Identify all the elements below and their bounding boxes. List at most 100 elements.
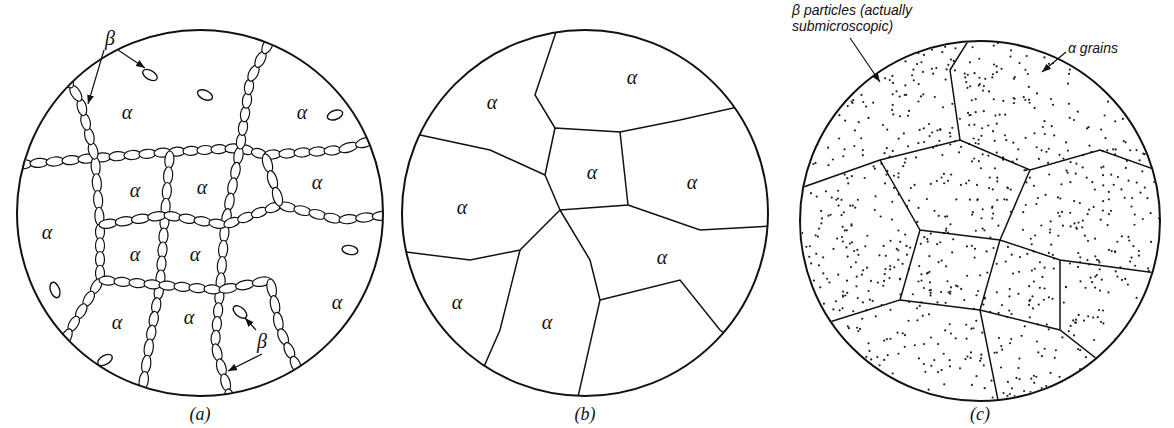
beta-dot [1001, 349, 1003, 351]
beta-dot [918, 357, 920, 359]
beta-dot [971, 160, 973, 162]
beta-dot [941, 51, 943, 53]
beta-dot [854, 129, 856, 131]
figure-caption: (b) [575, 405, 596, 423]
beta-dot [861, 274, 863, 276]
beta-dot [929, 294, 931, 296]
beta-dot [1006, 395, 1008, 397]
beta-dot [926, 238, 928, 240]
beta-dot [947, 64, 949, 66]
beta-dot [856, 276, 858, 278]
beta-dot [976, 199, 978, 201]
beta-dot [859, 328, 861, 330]
beta-dot [1142, 218, 1144, 220]
beta-dot [1087, 315, 1089, 317]
beta-dot [1007, 187, 1009, 189]
beta-dot [895, 90, 897, 92]
beta-dot [889, 309, 891, 311]
beta-dot [1147, 267, 1149, 269]
beta-dot [844, 173, 846, 175]
beta-dot [831, 196, 833, 198]
beta-dot [1002, 100, 1004, 102]
beta-dot [862, 154, 864, 156]
beta-dot [848, 327, 850, 329]
beta-particle [48, 281, 62, 299]
beta-dot [1087, 213, 1089, 215]
beta-dot [974, 256, 976, 258]
beta-dot [1091, 281, 1093, 283]
beta-dot [997, 225, 999, 227]
beta-dot [832, 248, 834, 250]
beta-dot [855, 261, 857, 263]
beta-dot [862, 101, 864, 103]
beta-dot [1037, 351, 1039, 353]
beta-dot [861, 318, 863, 320]
beta-dot [928, 313, 930, 315]
beta-dot [960, 146, 962, 148]
beta-dot [865, 105, 867, 107]
beta-dot [1048, 148, 1050, 150]
beta-dot [1069, 69, 1071, 71]
beta-dot [889, 338, 891, 340]
beta-dot [1008, 295, 1010, 297]
beta-dot [1047, 162, 1049, 164]
beta-dot [940, 176, 942, 178]
beta-dot [855, 285, 857, 287]
beta-dot [1025, 204, 1027, 206]
beta-dot [1097, 316, 1099, 318]
beta-dot [853, 145, 855, 147]
beta-dot [949, 323, 951, 325]
beta-dot [883, 152, 885, 154]
beta-dot [1026, 55, 1028, 57]
beta-dot [978, 84, 980, 86]
beta-dot [1141, 170, 1143, 172]
grain-boundary [620, 95, 790, 132]
beta-dot [844, 294, 846, 296]
beta-dot [1004, 134, 1006, 136]
beta-dot [1079, 280, 1081, 282]
beta-dot [1136, 181, 1138, 183]
beta-dot [1060, 183, 1062, 185]
beta-dot [851, 175, 853, 177]
beta-dot [892, 372, 894, 374]
beta-dot [1107, 291, 1109, 293]
micrograph-c [795, 30, 1170, 410]
beta-dot [1084, 287, 1086, 289]
beta-dot [975, 320, 977, 322]
beta-dot [822, 272, 824, 274]
beta-dot [1114, 120, 1116, 122]
beta-dot [1102, 309, 1104, 311]
beta-dot [912, 69, 914, 71]
beta-dot [1044, 287, 1046, 289]
beta-dot [908, 110, 910, 112]
beta-dot [1001, 304, 1003, 306]
beta-dot [930, 233, 932, 235]
beta-dot [1146, 197, 1148, 199]
beta-dot [1070, 225, 1072, 227]
beta-particle [269, 295, 282, 315]
phase-label: α [122, 102, 133, 122]
beta-dot [820, 222, 822, 224]
beta-dot [1043, 267, 1045, 269]
beta-dot [957, 285, 959, 287]
beta-dot [1015, 377, 1017, 379]
beta-dot [982, 303, 984, 305]
beta-dot [819, 286, 821, 288]
beta-dot [1110, 210, 1112, 212]
phase-label: α [627, 67, 638, 87]
beta-dot [982, 153, 984, 155]
beta-dot [1012, 273, 1014, 275]
beta-dot [983, 229, 985, 231]
beta-dot [974, 142, 976, 144]
beta-dot [1077, 111, 1079, 113]
beta-dot [975, 230, 977, 232]
beta-dot [1008, 309, 1010, 311]
beta-dot [1076, 228, 1078, 230]
beta-dot [1051, 298, 1053, 300]
beta-dot [1049, 372, 1051, 374]
beta-dot [897, 249, 899, 251]
beta-dot [1059, 376, 1061, 378]
beta-dot [996, 152, 998, 154]
beta-dot [958, 151, 960, 153]
beta-dot [872, 300, 874, 302]
